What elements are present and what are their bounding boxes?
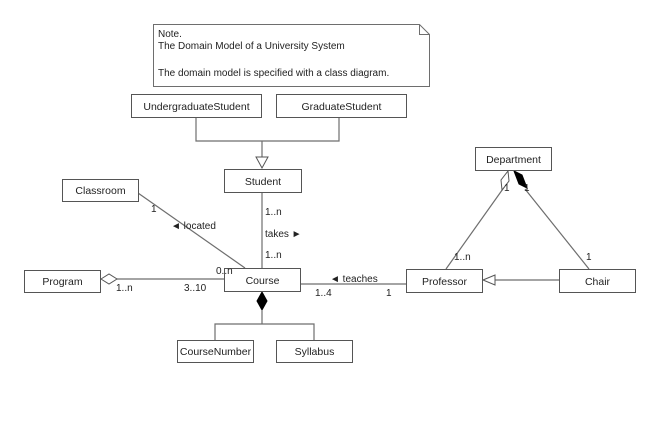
department-professor-line [445, 185, 506, 270]
note-fold-corner [419, 24, 430, 35]
aggregation-diamond-icon [500, 169, 510, 192]
note-line-4: The domain model is specified with a cla… [158, 68, 389, 79]
located-classroom-multiplicity: 1 [151, 204, 157, 215]
class-undergraduate-student[interactable]: UndergraduateStudent [131, 94, 262, 118]
generalization-students [195, 117, 340, 170]
program-course-aggregation [100, 273, 224, 285]
composition-branch-line [214, 323, 315, 340]
composition-diamond-icon [256, 290, 268, 312]
department-chair-composition [513, 169, 590, 270]
teaches-association-name: ◄ teaches [330, 274, 378, 285]
department-professor-prof-multiplicity: 1..n [454, 252, 471, 263]
takes-course-multiplicity: 1..n [265, 250, 282, 261]
class-name: Syllabus [295, 346, 335, 358]
class-department[interactable]: Department [475, 147, 552, 171]
program-multiplicity: 1..n [116, 283, 133, 294]
teaches-course-multiplicity: 1..4 [315, 288, 332, 299]
located-course-multiplicity: 0..n [216, 266, 233, 277]
course-composition [214, 290, 315, 340]
takes-association-name: takes ► [265, 229, 302, 240]
department-professor-aggregation [445, 169, 510, 270]
class-name: Professor [422, 276, 467, 288]
composition-diamond-icon [513, 169, 528, 190]
class-course-number[interactable]: CourseNumber [177, 340, 254, 363]
class-name: Department [486, 154, 541, 166]
class-program[interactable]: Program [24, 270, 101, 293]
class-chair[interactable]: Chair [559, 269, 636, 293]
located-association-line [137, 192, 246, 269]
class-graduate-student[interactable]: GraduateStudent [276, 94, 407, 118]
note[interactable]: Note. The Domain Model of a University S… [153, 24, 430, 87]
class-professor[interactable]: Professor [406, 269, 483, 293]
department-chair-chair-multiplicity: 1 [586, 252, 592, 263]
class-name: Classroom [75, 185, 125, 197]
note-line-1: Note. [158, 29, 182, 40]
generalization-branch-line [195, 117, 340, 142]
generalization-arrow-icon [481, 274, 496, 286]
takes-student-multiplicity: 1..n [265, 207, 282, 218]
class-name: Course [246, 275, 280, 287]
class-student[interactable]: Student [224, 169, 302, 193]
class-name: UndergraduateStudent [143, 101, 249, 113]
teaches-professor-multiplicity: 1 [386, 288, 392, 299]
class-name: Chair [585, 276, 611, 288]
class-name: Program [42, 276, 83, 288]
generalization-arrow-icon [255, 156, 269, 170]
department-chair-line [524, 188, 590, 270]
class-name: CourseNumber [180, 346, 252, 358]
class-classroom[interactable]: Classroom [62, 179, 139, 202]
note-shape [153, 24, 430, 87]
department-chair-dept-multiplicity: 1 [524, 183, 530, 194]
class-syllabus[interactable]: Syllabus [276, 340, 353, 363]
note-line-2: The Domain Model of a University System [158, 41, 345, 52]
class-course[interactable]: Course [224, 268, 301, 292]
program-course-multiplicity: 3..10 [184, 283, 207, 294]
aggregation-diamond-icon [100, 273, 118, 285]
generalization-chair-professor [481, 274, 559, 286]
department-professor-dept-multiplicity: 1 [504, 183, 510, 194]
class-name: GraduateStudent [302, 101, 382, 113]
class-name: Student [245, 176, 281, 188]
located-association-name: ◄ located [171, 221, 216, 232]
